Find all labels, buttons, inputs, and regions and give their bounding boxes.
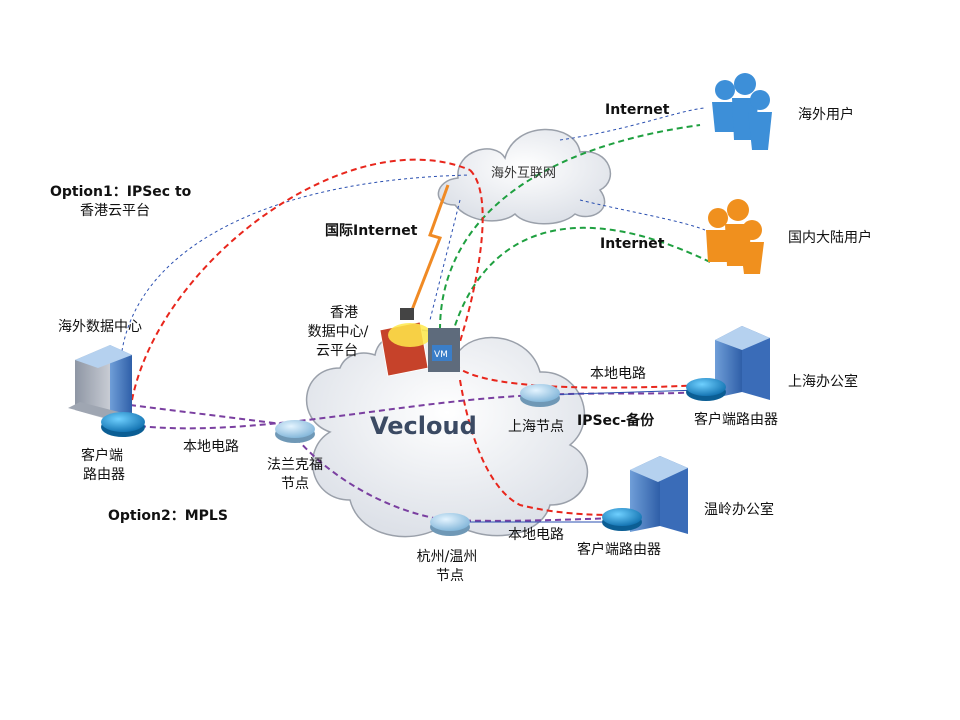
shanghai-office-building	[715, 326, 770, 400]
shanghai-node	[520, 384, 560, 407]
blue-links	[119, 107, 706, 376]
client-router-wl-label: 客户端路由器	[577, 542, 661, 558]
ipsec-backup-label: IPSec-备份	[577, 413, 655, 429]
shanghai-office-label: 上海办公室	[788, 374, 858, 390]
client-router-wenling	[602, 508, 642, 531]
overseas-users-label: 海外用户	[798, 107, 854, 123]
frankfurt-label-1: 法兰克福	[267, 457, 323, 473]
frankfurt-node	[275, 420, 315, 443]
local-circuit-wl-label: 本地电路	[508, 527, 564, 543]
overseas-dc-label: 海外数据中心	[58, 319, 142, 335]
client-router-left	[101, 412, 145, 437]
local-circuit-links	[450, 389, 701, 523]
local-circuit-left-label: 本地电路	[183, 439, 239, 455]
domestic-users-label: 国内大陆用户	[788, 230, 872, 246]
hk-dc-label-3: 云平台	[316, 343, 358, 359]
internet-top-label: Internet	[605, 102, 670, 118]
hk-dc-vm-server: VM	[428, 328, 460, 372]
overseas-internet-label: 海外互联网	[491, 166, 557, 181]
hk-dc-firewall	[379, 308, 432, 377]
internet-green-links	[439, 124, 711, 336]
hz-wz-label-1: 杭州/温州	[416, 549, 478, 565]
intl-internet-link	[410, 184, 450, 311]
overseas-users-icon	[712, 73, 772, 150]
hk-dc-label-2: 数据中心/	[307, 324, 369, 340]
option2-label: Option2：MPLS	[108, 508, 228, 524]
vecloud-label: Vecloud	[370, 412, 477, 440]
option1-label-line2: 香港云平台	[80, 203, 150, 219]
local-circuit-sh-label: 本地电路	[590, 366, 646, 382]
client-router-shanghai	[686, 378, 726, 401]
domestic-users-icon	[706, 199, 764, 274]
client-router-left-label-2: 路由器	[83, 467, 125, 483]
option1-label: Option1：IPSec to	[50, 184, 192, 200]
intl-internet-label: 国际Internet	[325, 223, 418, 239]
hz-wz-label-2: 节点	[436, 568, 464, 584]
client-router-left-label-1: 客户端	[81, 448, 123, 464]
internet-mid-label: Internet	[600, 236, 665, 252]
hk-dc-label-1: 香港	[330, 305, 358, 321]
client-router-sh-label: 客户端路由器	[694, 412, 778, 428]
hangzhou-wenzhou-node	[430, 513, 470, 536]
vm-label: VM	[434, 350, 448, 360]
wenling-office-label: 温岭办公室	[704, 502, 774, 518]
shanghai-node-label: 上海节点	[508, 419, 564, 435]
frankfurt-label-2: 节点	[281, 476, 309, 492]
